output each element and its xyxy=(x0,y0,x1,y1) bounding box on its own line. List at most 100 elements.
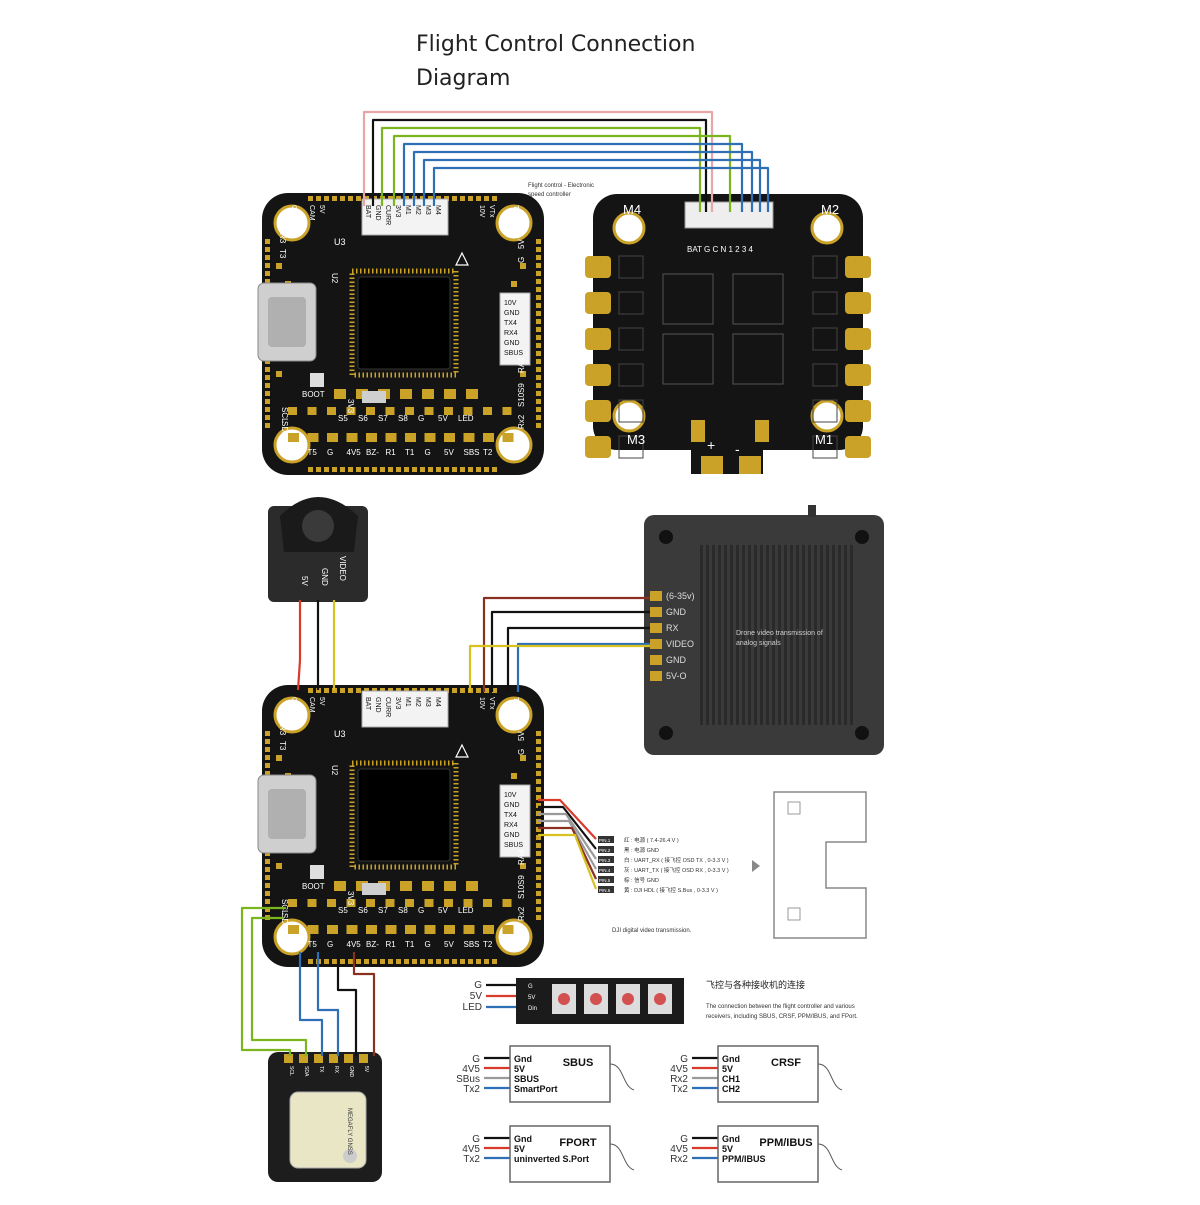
edge-pad xyxy=(388,959,393,964)
receivers-heading: 飞控与各种接收机的连接 xyxy=(706,979,805,990)
bottom-pad xyxy=(307,433,319,442)
mounting-hole xyxy=(273,696,311,734)
bottom-pad xyxy=(327,433,338,442)
power-cap xyxy=(691,420,705,442)
gnss-tx-wire xyxy=(298,952,324,1056)
edge-pad xyxy=(380,467,385,472)
bottom-pad xyxy=(502,407,512,415)
edge-pad xyxy=(536,271,541,276)
fc-bottom-row2-label: T1 xyxy=(405,448,415,457)
led-dot xyxy=(558,993,570,1005)
crystal xyxy=(362,391,386,403)
camera-lens xyxy=(302,510,334,542)
receiver-fc-pin: Tx2 xyxy=(463,1154,480,1165)
edge-pad xyxy=(340,196,345,201)
mid-pad xyxy=(422,881,434,891)
edge-pad xyxy=(356,959,361,964)
fc-top-label: 3V3 xyxy=(394,205,401,218)
mosfet xyxy=(618,255,644,279)
edge-pad xyxy=(492,467,497,472)
side-pad xyxy=(520,263,526,269)
edge-pad xyxy=(265,247,270,252)
heatsink-fin xyxy=(814,545,817,725)
bottom-pad xyxy=(424,407,434,415)
fc-right-label: G xyxy=(517,749,526,755)
edge-pad xyxy=(265,739,270,744)
motor-pad xyxy=(845,400,871,422)
edge-pad xyxy=(484,688,489,693)
edge-pad xyxy=(492,196,497,201)
esc-signal-wire xyxy=(371,118,708,212)
mosfet xyxy=(618,327,644,351)
edge-pad xyxy=(536,407,541,412)
mosfet xyxy=(812,435,838,459)
dji-pin-desc: 红 : 电源 ( 7.4-26.4 V ) xyxy=(624,836,679,844)
edge-pad xyxy=(452,959,457,964)
vtx-hole xyxy=(659,530,673,544)
heatsink-fin xyxy=(844,545,847,725)
mounting-hole xyxy=(495,696,533,734)
edge-pad xyxy=(348,959,353,964)
edge-pad xyxy=(265,383,270,388)
fc-bottom-row1-label: LED xyxy=(458,906,474,915)
motor-label: M1 xyxy=(815,432,833,447)
bottom-pad xyxy=(424,925,436,934)
edge-pad xyxy=(265,859,270,864)
bottom-pad xyxy=(366,925,377,934)
edge-pad xyxy=(536,875,541,880)
camera-pin-label: 5V xyxy=(300,576,309,586)
edge-pad xyxy=(536,851,541,856)
bottom-pad xyxy=(346,433,358,442)
side-pad xyxy=(520,863,526,869)
dji-pin-id: PIN.1 xyxy=(599,838,611,843)
edge-pad xyxy=(308,959,313,964)
bottom-pad xyxy=(366,433,377,442)
fc-left-label: BOOT xyxy=(302,390,325,399)
heatsink-fin xyxy=(736,545,739,725)
receiver-pin: 5V xyxy=(514,1064,525,1074)
bottom-pad xyxy=(288,433,299,442)
edge-pad xyxy=(388,467,393,472)
fc-top-label: GND xyxy=(374,697,381,713)
edge-pad xyxy=(460,467,465,472)
vtx-video-wire xyxy=(468,644,650,692)
gnss-sda-wire xyxy=(250,916,308,1056)
heatsink-fin xyxy=(706,545,709,725)
fc-left-label: SDA xyxy=(280,913,289,930)
edge-pad xyxy=(536,327,541,332)
rx-connector-pin: GND xyxy=(504,802,520,809)
fc-bottom-row2-label: R5 xyxy=(288,940,299,949)
esc-signal-wire xyxy=(422,158,762,212)
receiver-box xyxy=(717,1125,819,1183)
edge-pad xyxy=(420,959,425,964)
edge-pad xyxy=(265,867,270,872)
edge-pad xyxy=(348,467,353,472)
heatsink-fin xyxy=(796,545,799,725)
receiver-fc-pin: G xyxy=(680,1054,688,1065)
vtx-gnd-wire xyxy=(490,610,650,692)
fc-bottom-row2-label: 5V xyxy=(444,940,454,949)
heatsink-fin xyxy=(748,545,751,725)
edge-pad xyxy=(536,263,541,268)
edge-pad xyxy=(332,467,337,472)
edge-pad xyxy=(468,959,473,964)
receiver-pin: uninverted S.Port xyxy=(514,1154,589,1164)
dji-pin-block xyxy=(598,856,614,863)
bottom-pad xyxy=(502,433,514,442)
edge-pad xyxy=(460,196,465,201)
edge-pad xyxy=(265,763,270,768)
edge-pad xyxy=(332,196,337,201)
fc-left-label: R3 xyxy=(278,233,287,244)
edge-pad xyxy=(340,688,345,693)
battery-pad xyxy=(701,456,723,474)
fc-right-label: RA4 xyxy=(517,849,526,865)
power-minus-label: - xyxy=(735,441,740,457)
edge-pad xyxy=(536,907,541,912)
esc-signal-wire xyxy=(412,150,754,212)
fc-bottom-row1-label: 5V xyxy=(438,414,448,423)
bottom-pad xyxy=(327,407,336,415)
